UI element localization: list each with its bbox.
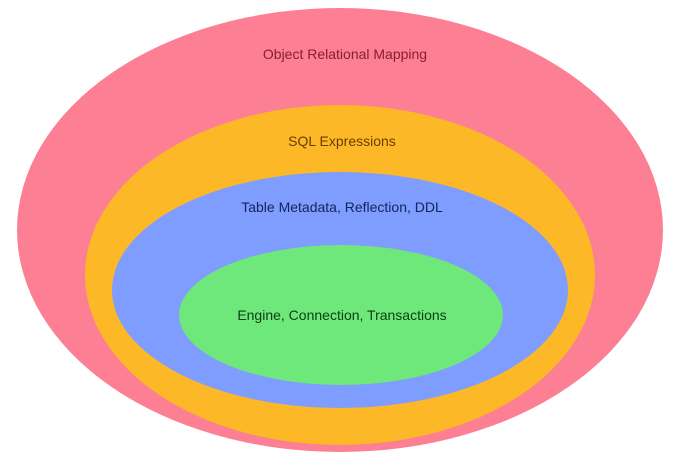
sql-layer-label: SQL Expressions (288, 133, 396, 149)
metadata-layer-label: Table Metadata, Reflection, DDL (241, 199, 443, 215)
engine-layer-label: Engine, Connection, Transactions (237, 307, 446, 323)
engine-layer-ellipse (179, 245, 503, 385)
orm-layer-label: Object Relational Mapping (263, 46, 427, 62)
